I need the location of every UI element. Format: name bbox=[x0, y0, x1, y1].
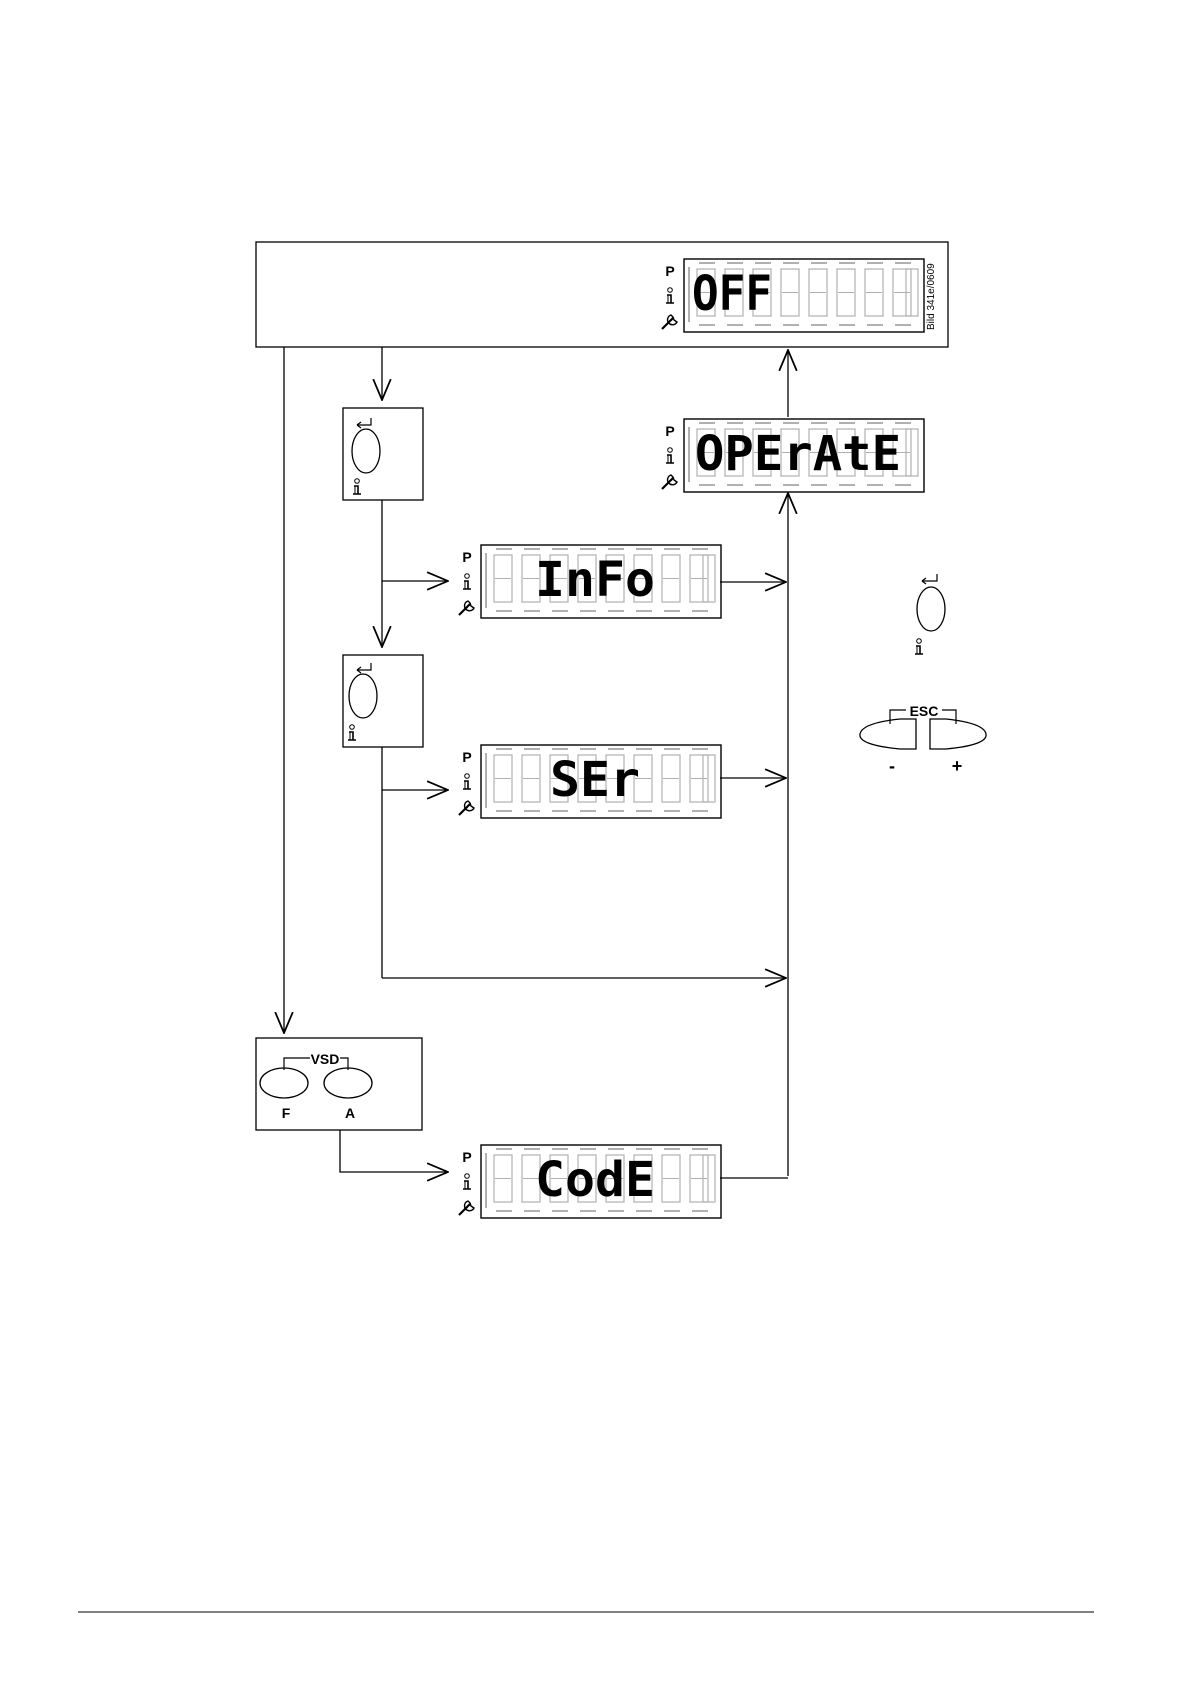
legend-esc-keys: ESC - + bbox=[860, 703, 986, 776]
enter-arrow-icon bbox=[357, 418, 371, 428]
top-box bbox=[256, 242, 948, 347]
lcd-text: OFF bbox=[692, 266, 772, 322]
p-indicator: P bbox=[462, 1149, 471, 1165]
vsd-f-label: F bbox=[282, 1105, 291, 1121]
line-vsd-to-code bbox=[340, 1130, 448, 1172]
legend-info-key bbox=[915, 574, 945, 654]
lcd-text: InFo bbox=[535, 552, 655, 608]
p-indicator: P bbox=[665, 423, 674, 439]
lcd-display-ser: P SEr bbox=[459, 745, 721, 818]
info-icon bbox=[915, 639, 923, 654]
esc-label: ESC bbox=[910, 703, 939, 719]
info-key-button[interactable] bbox=[352, 429, 380, 473]
info-icon bbox=[666, 288, 674, 303]
lcd-text: CodE bbox=[535, 1152, 655, 1208]
vsd-a-label: A bbox=[345, 1105, 355, 1121]
info-icon bbox=[463, 774, 471, 789]
info-key-box-2[interactable] bbox=[343, 655, 423, 747]
wrench-icon bbox=[459, 1201, 474, 1215]
plus-label: + bbox=[952, 756, 963, 776]
legend-info-key-button[interactable] bbox=[917, 587, 945, 631]
lcd-display-code: P CodE bbox=[459, 1145, 721, 1218]
lcd-display-operate: P OPErAtE bbox=[662, 419, 924, 492]
info-key-button[interactable] bbox=[349, 674, 377, 718]
minus-label: - bbox=[889, 756, 895, 776]
figure-reference: Bild 341e/0609 bbox=[926, 263, 937, 330]
lcd-text: SEr bbox=[550, 752, 640, 808]
p-indicator: P bbox=[665, 263, 674, 279]
lcd-text: OPErAtE bbox=[695, 426, 901, 482]
info-icon bbox=[463, 574, 471, 589]
lcd-display-off: P OFF bbox=[662, 259, 924, 332]
vsd-f-button[interactable] bbox=[260, 1068, 308, 1098]
enter-arrow-icon bbox=[922, 574, 937, 584]
minus-key-button[interactable] bbox=[860, 719, 916, 749]
info-icon bbox=[666, 448, 674, 463]
wrench-icon bbox=[662, 475, 677, 489]
wrench-icon bbox=[459, 801, 474, 815]
info-icon bbox=[348, 725, 356, 740]
info-icon bbox=[463, 1174, 471, 1189]
p-indicator: P bbox=[462, 749, 471, 765]
vsd-a-button[interactable] bbox=[324, 1068, 372, 1098]
info-key-box-1[interactable] bbox=[343, 408, 423, 500]
plus-key-button[interactable] bbox=[930, 719, 986, 749]
vsd-label: VSD bbox=[311, 1051, 340, 1067]
wrench-icon bbox=[459, 601, 474, 615]
wrench-icon bbox=[662, 315, 677, 329]
info-icon bbox=[353, 479, 361, 494]
enter-arrow-icon bbox=[357, 663, 371, 673]
p-indicator: P bbox=[462, 549, 471, 565]
lcd-display-info: P InFo bbox=[459, 545, 721, 618]
vsd-key-box: VSD F A bbox=[256, 1038, 422, 1130]
